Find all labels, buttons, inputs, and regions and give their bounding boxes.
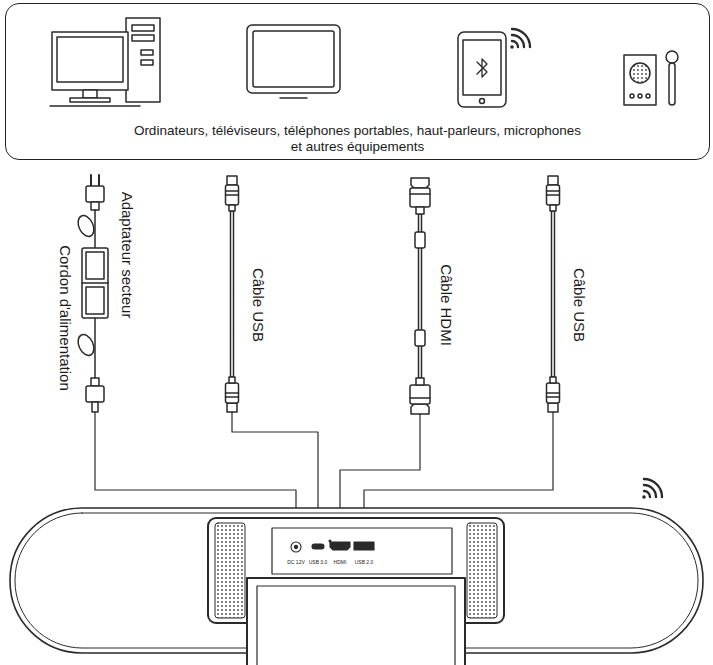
cable-label: Câble USB <box>251 268 266 342</box>
cable-label: Câble HDMI <box>439 264 454 346</box>
port <box>330 542 350 550</box>
port <box>294 545 297 548</box>
wifi-symbol <box>512 29 530 47</box>
wifi-symbol <box>512 35 524 47</box>
wifi-symbol <box>644 491 650 497</box>
power-cable <box>75 332 97 358</box>
video-bar <box>467 523 497 618</box>
port <box>312 544 324 549</box>
phone-icon <box>458 32 506 107</box>
panel-caption: Ordinateurs, téléviseurs, téléphones por… <box>133 123 583 155</box>
usb-cable <box>552 211 555 377</box>
cable-label: Adaptateur secteur <box>120 192 135 319</box>
speaker-icon <box>624 55 656 105</box>
video-bar <box>215 523 245 618</box>
wifi-symbol <box>642 495 646 499</box>
speaker-icon <box>646 94 650 98</box>
usb-cable <box>226 176 239 211</box>
power-cable <box>91 378 99 386</box>
wifi-symbol <box>510 45 514 49</box>
power-cable <box>86 386 104 402</box>
usb-cable <box>226 377 239 412</box>
phone-icon <box>480 99 485 104</box>
power-cable <box>86 287 104 314</box>
power-cable <box>86 186 104 202</box>
port-label: HDMI <box>334 560 347 565</box>
wifi-symbol <box>512 41 518 47</box>
hdmi-cable <box>410 378 430 414</box>
usb-cable <box>547 377 560 412</box>
computer-icon <box>57 37 123 82</box>
wifi-symbol <box>644 479 662 497</box>
microphone-icon <box>669 63 675 105</box>
wifi-symbol <box>642 479 662 499</box>
power-cable <box>75 175 108 412</box>
tv-icon <box>247 25 340 98</box>
speaker-icon <box>630 94 634 98</box>
computer-icon <box>141 60 153 65</box>
usb-cable <box>547 176 560 211</box>
tv-icon <box>247 25 340 93</box>
hdmi-cable <box>415 232 425 248</box>
port-label: USB 2.0 <box>355 560 374 565</box>
usb-cable <box>226 176 239 412</box>
power-cable <box>75 213 97 239</box>
microphone-icon <box>666 51 678 63</box>
port <box>354 542 374 550</box>
video-bar <box>272 528 452 574</box>
computer-icon <box>141 50 153 55</box>
hdmi-cable <box>415 330 425 346</box>
power-cable <box>82 248 108 318</box>
speaker-icon <box>638 94 642 98</box>
tv-icon <box>253 31 334 87</box>
speaker-icon <box>624 55 656 105</box>
power-cable <box>90 175 92 186</box>
computer-icon <box>132 25 154 31</box>
wifi-symbol <box>510 29 530 49</box>
port <box>291 542 301 552</box>
power-cable <box>92 402 98 412</box>
tv-icon <box>280 97 307 99</box>
computer-icon <box>52 32 128 90</box>
video-bar <box>257 586 455 665</box>
port <box>291 540 374 552</box>
computer-icon <box>70 98 110 102</box>
power-cable <box>82 282 108 284</box>
computer-icon <box>126 18 160 102</box>
phone-icon <box>477 59 487 77</box>
phone-icon <box>463 40 501 95</box>
port-label: USB 3.0 <box>309 560 328 565</box>
computer-icon <box>132 35 154 41</box>
power-cable <box>98 175 100 186</box>
power-cable <box>86 252 104 279</box>
video-bar <box>10 508 703 665</box>
port-label: DC 12V <box>287 560 305 565</box>
cable-label: Câble USB <box>572 268 587 342</box>
computer-icon <box>50 105 140 107</box>
wifi-symbol <box>644 485 656 497</box>
usb-cable <box>547 176 560 412</box>
usb-cable <box>231 211 234 377</box>
hdmi-cable <box>410 178 430 414</box>
phone-icon <box>458 32 506 107</box>
microphone-icon <box>666 51 678 105</box>
power-cable <box>91 202 99 210</box>
speaker-icon <box>630 63 650 83</box>
computer-icon <box>50 18 160 106</box>
video-bar <box>247 578 465 665</box>
computer-icon <box>83 90 97 98</box>
cable-label: Cordon d'alimentation <box>58 245 73 390</box>
device-category-panel: Ordinateurs, téléviseurs, téléphones por… <box>5 3 710 160</box>
hdmi-cable <box>410 178 430 214</box>
